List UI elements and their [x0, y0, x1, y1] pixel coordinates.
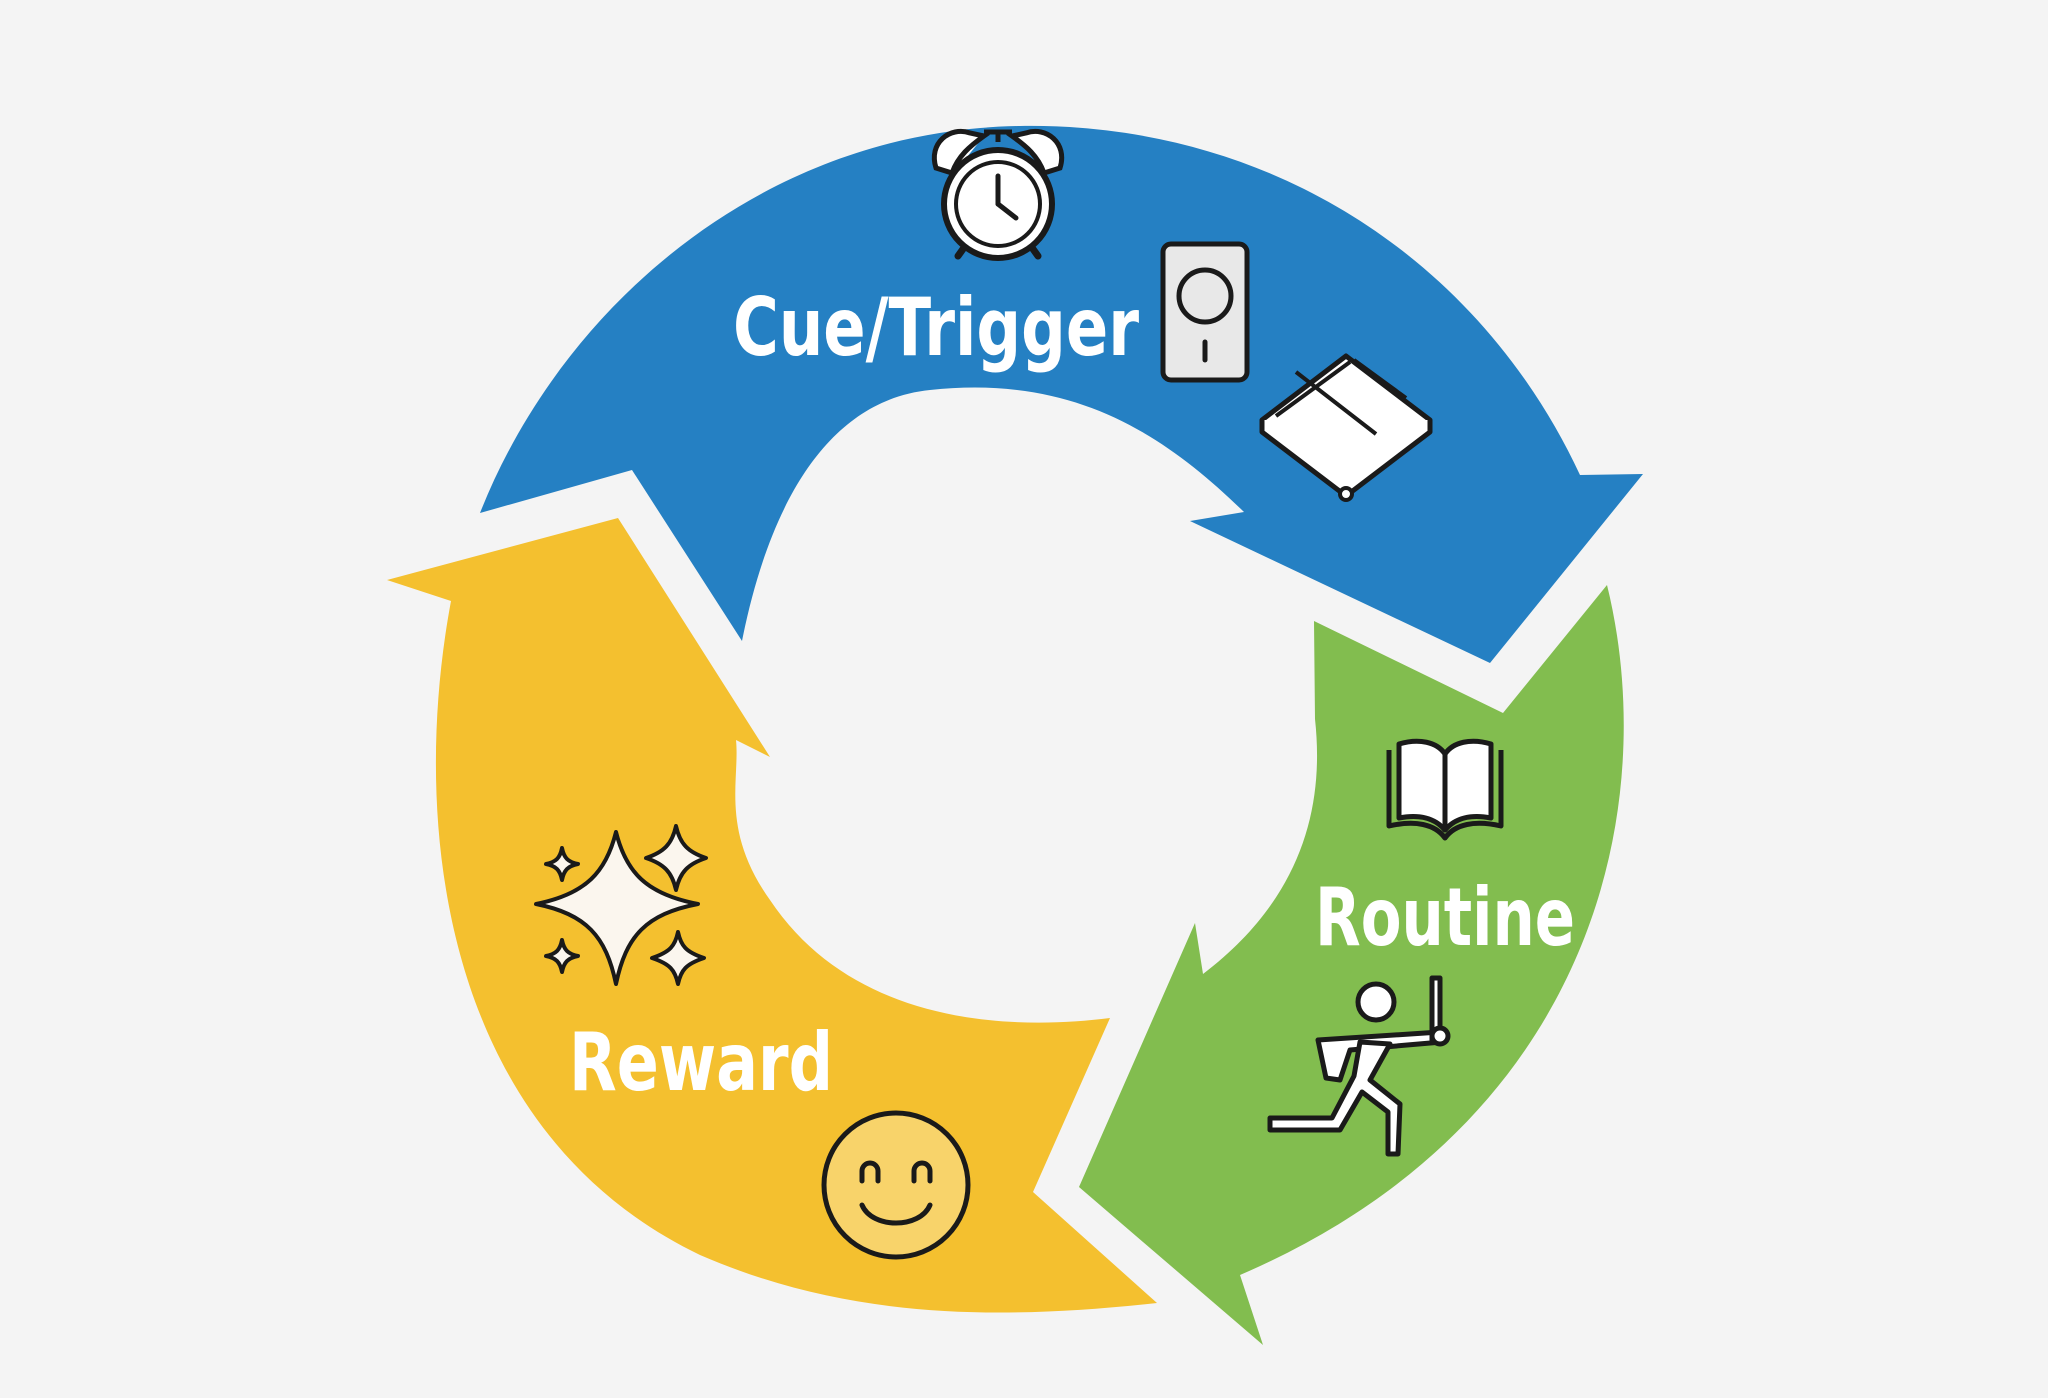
sparkles-icon	[534, 824, 708, 986]
light-switch-icon	[1160, 241, 1250, 383]
alarm-clock-icon	[931, 129, 1065, 261]
smiley-face-icon	[821, 1110, 971, 1260]
running-person-icon	[1267, 975, 1451, 1157]
reward-label: Reward	[569, 1016, 833, 1109]
closed-book-icon	[1259, 353, 1433, 502]
routine-label: Routine	[1315, 871, 1575, 964]
routine-arrow	[1079, 585, 1624, 1345]
cue-trigger-label: Cue/Trigger	[733, 281, 1139, 374]
cue-arrow	[480, 125, 1643, 664]
open-book-icon	[1386, 738, 1504, 841]
reward-arrow	[387, 518, 1157, 1313]
